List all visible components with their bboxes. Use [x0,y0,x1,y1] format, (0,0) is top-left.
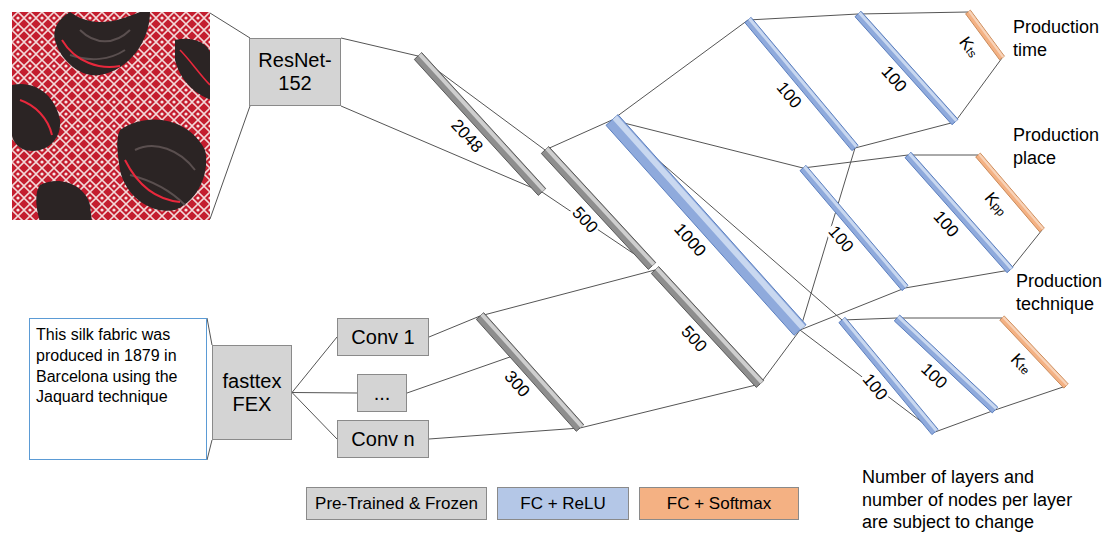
note: Number of layers and number of nodes per… [862,466,1084,534]
layer-bar-shape [406,44,554,204]
layer-bar: 100 [887,308,1005,420]
connector [407,355,515,393]
connector [292,392,357,394]
layer-bar-shape [848,4,965,132]
layer-bar: 300 [468,304,592,440]
layer-bar-shape [793,158,915,298]
layer-bar-shape [738,10,865,158]
output-label: Production technique [1016,270,1114,315]
layer-bar: Kte [994,310,1074,394]
box-text: This silk fabric was produced in 1879 in… [36,325,200,408]
connector [612,120,905,330]
layer-bar-shape [887,308,1005,420]
model-box: fasttex FEX [212,345,292,440]
output-label: Production time [1013,16,1111,61]
layer-bar: 100 [793,158,915,298]
legend-text: Pre-Trained & Frozen [315,494,478,514]
text-box: This silk fabric was produced in 1879 in… [29,318,207,460]
layer-bar: 2048 [406,44,554,204]
output-size: Kts [955,32,983,62]
layer-bar: 100 [738,10,865,158]
output-label: Production place [1013,124,1111,169]
connector [292,393,337,440]
box-text: Conv 1 [351,326,414,349]
leader-line [210,13,250,38]
connector [803,155,1010,288]
conv-box: ... [357,374,407,412]
layer-bar-shape [594,102,818,348]
conv-box: Conv n [337,420,429,458]
connector [760,330,800,384]
fabric-leaves [12,12,210,220]
connector [429,316,480,337]
box-text: Conv n [351,428,414,451]
connector [545,120,612,150]
legend-swatch: FC + ReLU [497,487,629,520]
layer-bar: 100 [848,4,965,132]
legend-swatch: FC + Softmax [639,487,799,520]
box-text: ResNet- 152 [254,49,336,95]
connector [480,270,760,428]
box-text: ... [374,382,391,405]
legend-text: FC + Softmax [667,494,771,514]
layer-bar-shape [994,310,1074,394]
leader-line [210,106,250,219]
connector [612,20,855,330]
layer-bar: Kts [960,4,1010,66]
connector [341,38,542,192]
connector [292,337,337,393]
box-text: fasttex FEX [217,370,287,416]
connector [429,428,580,439]
conv-box: Conv 1 [337,318,429,356]
layer-bar: 1000 [594,102,818,348]
legend-swatch: Pre-Trained & Frozen [306,487,487,520]
legend-text: FC + ReLU [520,494,606,514]
model-box: ResNet- 152 [249,38,341,106]
layer-bar-shape [468,304,592,440]
